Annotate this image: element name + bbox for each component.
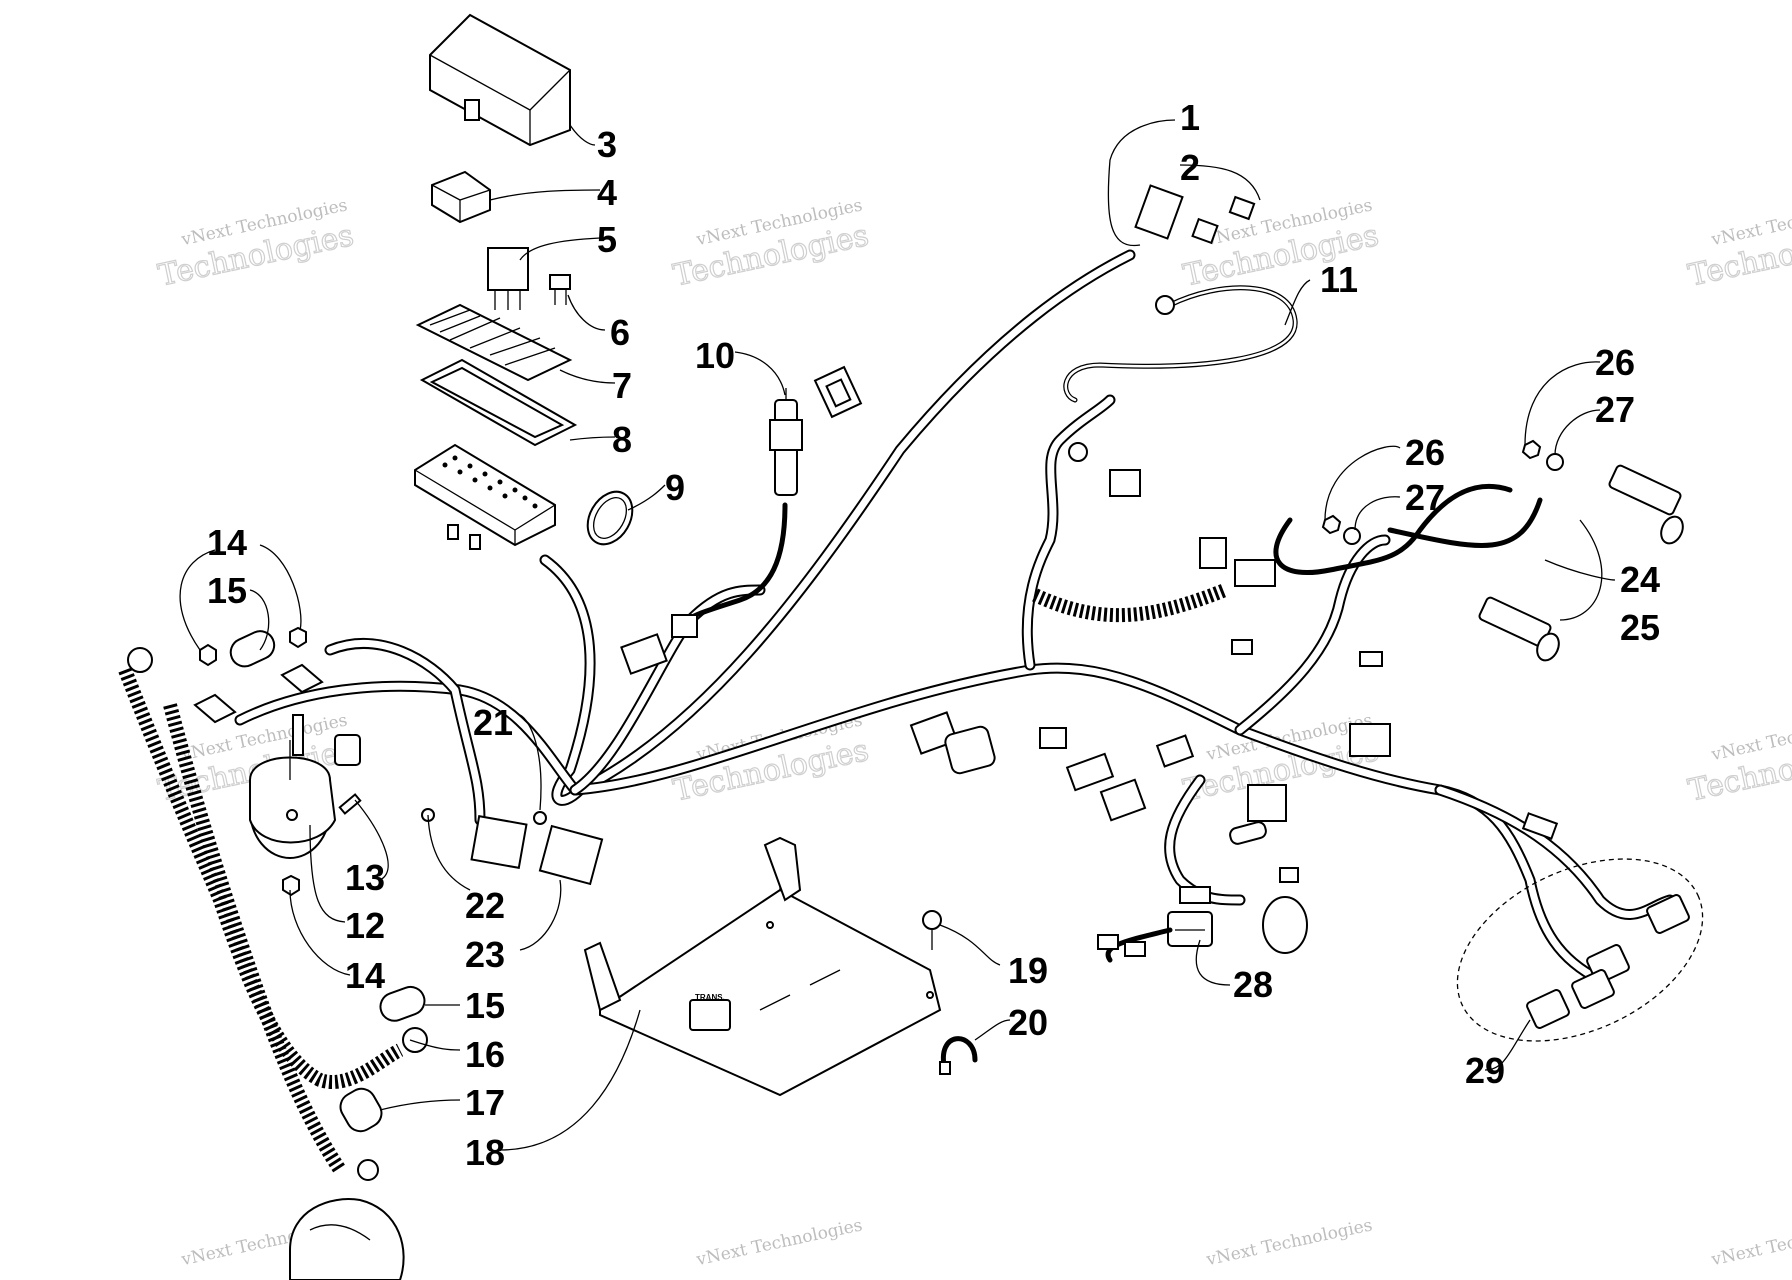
callout-14-top: 14 [207,522,247,563]
watermark: vNext Technologies Technologies [1685,195,1792,294]
callout-24: 24 [1620,559,1660,600]
watermark: vNext Technologies [1709,1215,1792,1270]
diagnostic-connector [1097,896,1308,963]
fastener-19 [922,910,942,950]
fuse [549,274,571,305]
tray-label: TRANS. [695,993,725,1002]
callout-26-left: 26 [1405,432,1445,473]
connector-group [1456,858,1704,1042]
relay-block [431,170,491,224]
callout-8: 8 [612,419,632,460]
callout-16: 16 [465,1034,505,1075]
callout-12: 12 [345,905,385,946]
pressure-sensor [1478,464,1684,662]
callout-9: 9 [665,467,685,508]
callout-3: 3 [597,124,617,165]
callout-1: 1 [1180,97,1200,138]
watermark-line1: vNext Technologies [1204,1215,1374,1270]
callout-15-bottom: 15 [465,985,505,1026]
watermark: vNext Technologies Technologies [155,195,358,294]
fuse-box-cover [429,13,571,147]
retainer-clip [586,490,634,546]
callout-19: 19 [1008,950,1048,991]
callout-13: 13 [345,857,385,898]
callout-5: 5 [597,219,617,260]
clamp-20 [939,1036,978,1075]
callout-2: 2 [1180,147,1200,188]
relay [487,247,529,310]
relays [421,808,604,886]
callout-10: 10 [695,335,735,376]
callout-27-right: 27 [1595,389,1635,430]
battery-cable-coil [118,667,404,1174]
callout-27-left: 27 [1405,477,1445,518]
fuse-box-base [414,443,556,550]
callout-14-bottom: 14 [345,955,385,996]
nuts-washers [1321,439,1564,545]
callout-28: 28 [1233,964,1273,1005]
callout-25: 25 [1620,607,1660,648]
watermark: vNext Technologies Technologies [1685,710,1792,809]
callout-15-top: 15 [207,570,247,611]
oxygen-sensor [620,388,803,675]
callout-22: 22 [465,885,505,926]
starter-motor [289,1198,405,1280]
callout-21: 21 [473,702,513,743]
callout-26-right: 26 [1595,342,1635,383]
callout-29: 29 [1465,1050,1505,1091]
watermark-line1: vNext Technologies [694,1215,864,1270]
ground-wire [1063,285,1298,462]
leader-lines [179,119,1616,1151]
boots-terminals [127,626,428,1181]
main-harness [234,249,1676,986]
watermark-line1: vNext Technologies [1709,1215,1792,1270]
ring-terminal-icon [1155,295,1175,315]
fuse-panel-label [415,303,573,382]
callouts: 1 2 3 4 5 6 7 8 9 10 11 12 13 14 14 15 1… [207,97,1660,1173]
callout-20: 20 [1008,1002,1048,1043]
ring-terminal-icon [1068,442,1088,462]
callout-11: 11 [1320,259,1358,300]
callout-6: 6 [610,312,630,353]
callout-17: 17 [465,1082,505,1123]
fuse-box-gasket [419,358,578,447]
watermark: vNext Technologies Technologies [670,195,873,294]
sensor-harness [1273,483,1543,576]
harness-connectors [813,184,1559,904]
watermark: vNext Technologies [1204,1215,1374,1270]
callout-4: 4 [597,172,617,213]
callout-23: 23 [465,934,505,975]
callout-7: 7 [612,365,632,406]
callout-18: 18 [465,1132,505,1173]
watermark: vNext Technologies [694,1215,864,1270]
mounting-tray: TRANS. [583,836,942,1097]
